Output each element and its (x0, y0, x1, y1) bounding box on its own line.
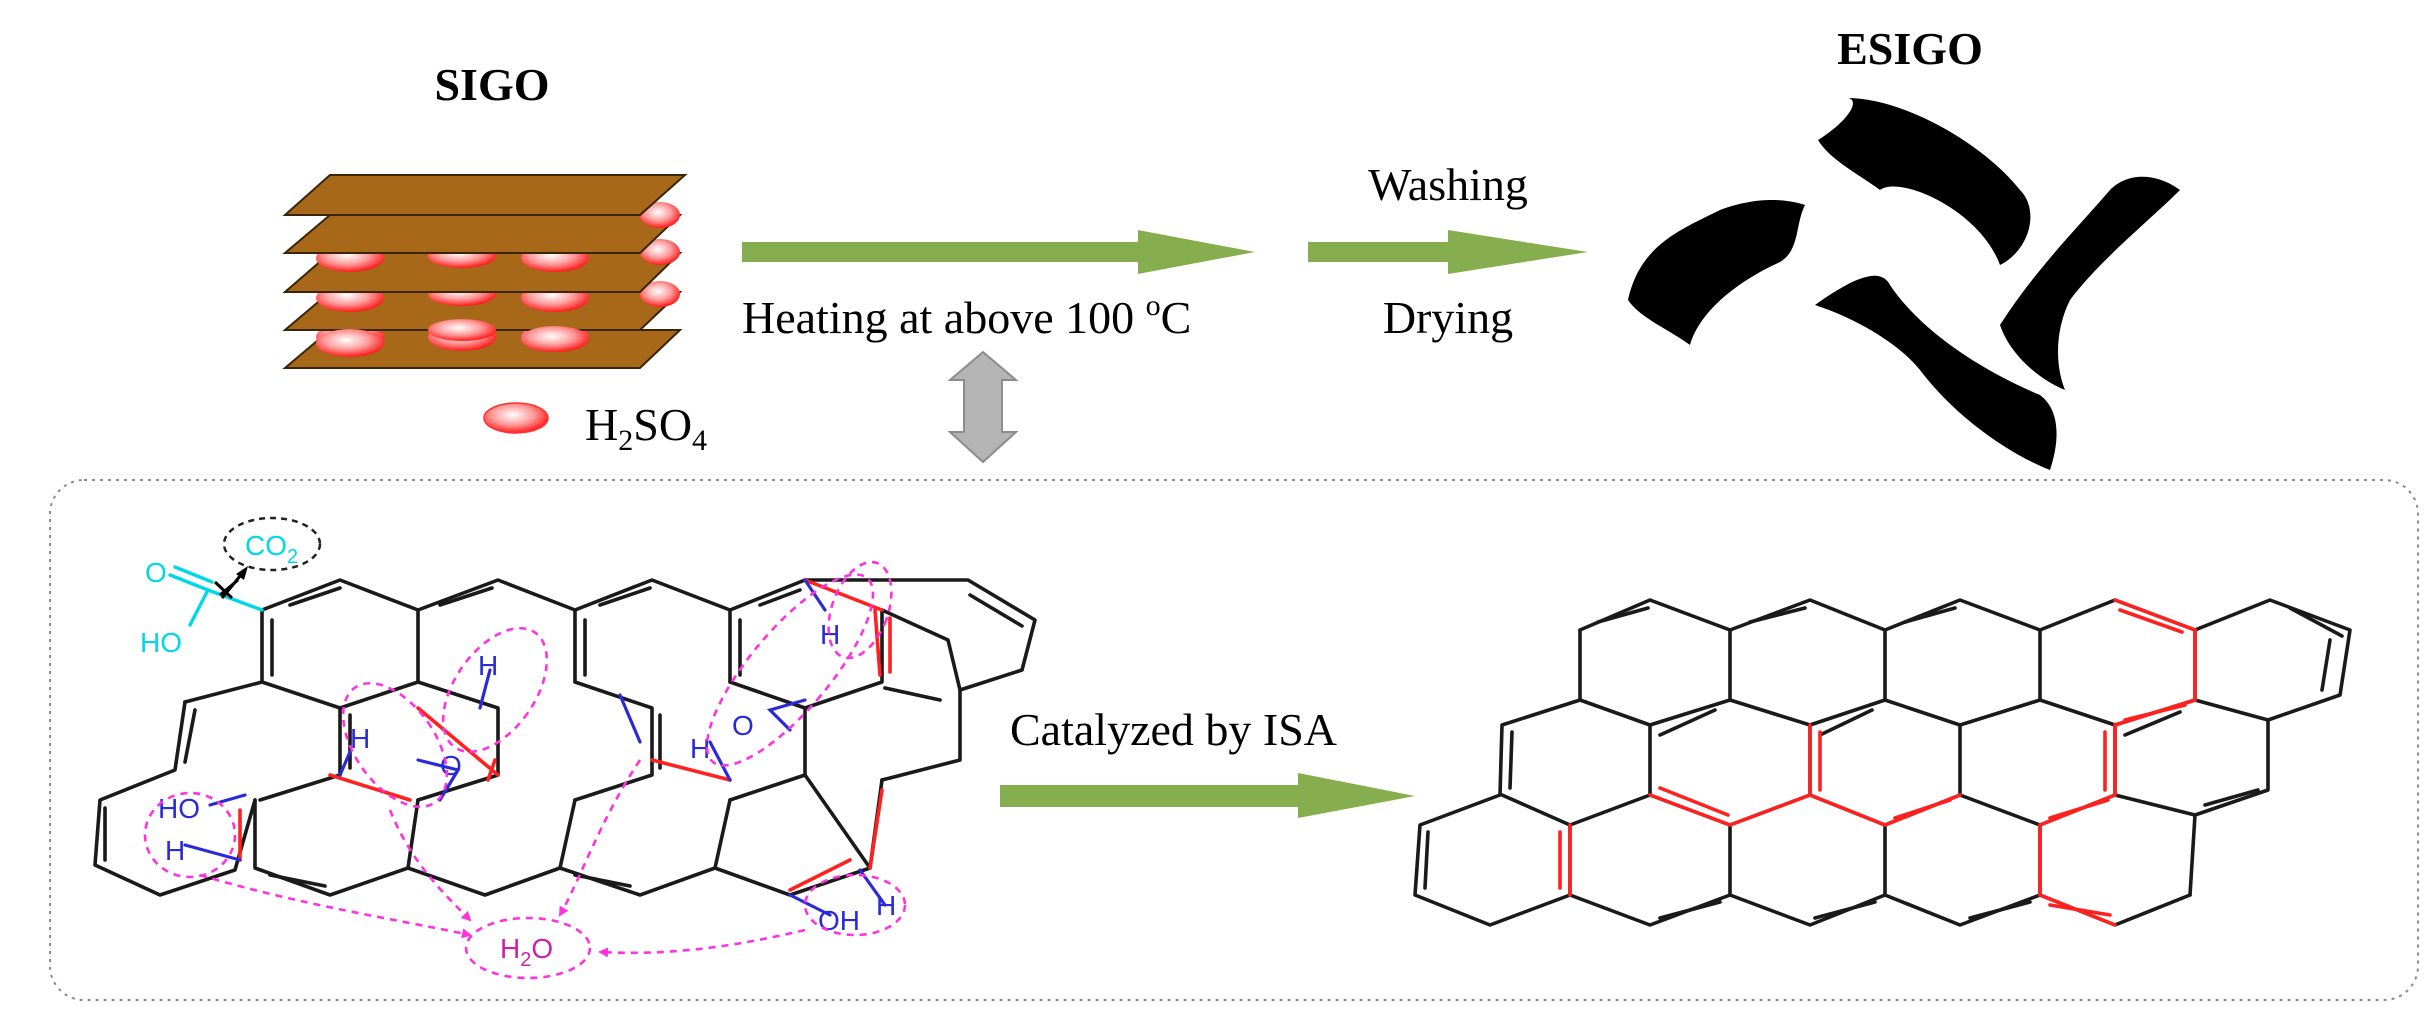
acid-droplet (316, 329, 384, 357)
migration-ellipse (803, 873, 907, 937)
h2so4-legend-label: H2SO4 (585, 399, 707, 457)
washing-label: Washing (1368, 159, 1528, 210)
acid-droplet (640, 281, 680, 307)
h2o-label: H2O (500, 933, 553, 971)
migration-ellipse (441, 626, 549, 754)
mechanism-panel (49, 479, 2419, 1001)
sigo-title: SIGO (434, 59, 549, 110)
co2-label: CO2 (245, 530, 298, 568)
heating-label: Heating at above 100 oC (742, 289, 1191, 343)
water-formation-arrow (199, 873, 472, 939)
acid-droplet (428, 319, 496, 341)
esigo-flake (1815, 275, 2057, 470)
hydrogen-label: H (350, 723, 370, 754)
h2so4-legend-droplet (483, 402, 549, 434)
sigo-molecule: H H H O O H HO H H OH O HO CO2 H2O (93, 516, 1037, 980)
heating-arrow (742, 230, 1255, 274)
esigo-flakes (1628, 98, 2180, 470)
acid-droplet (521, 326, 589, 352)
catalyzed-label: Catalyzed by ISA (1010, 704, 1337, 755)
correspondence-double-arrow (947, 350, 1019, 464)
migration-ellipse (827, 560, 893, 660)
hydrogen-label: H (165, 835, 185, 866)
migration-ellipse (705, 573, 875, 767)
graphene-sheet-5 (282, 174, 688, 216)
hydrogen-label: H (876, 890, 896, 921)
decarboxylation-arrowhead (236, 566, 248, 580)
washing-drying-arrow (1308, 230, 1588, 274)
esigo-molecule (1413, 598, 2352, 927)
hydroxyl-label: HO (158, 793, 200, 824)
co2-bubble (222, 516, 322, 572)
h2o-ellipse (464, 916, 592, 980)
water-formation-arrow (598, 928, 806, 958)
esigo-flake (1628, 200, 1805, 345)
epoxide-oxygen-label: O (440, 750, 462, 781)
catalyzed-arrow (1000, 773, 1415, 818)
water-formation-arrow (558, 759, 642, 917)
migration-ellipse (341, 681, 449, 809)
acid-droplet (640, 239, 680, 265)
esigo-flake (2000, 176, 2180, 390)
hydrogen-label: H (478, 650, 498, 681)
carboxyl-hydroxyl-label: HO (140, 627, 182, 658)
hydrogen-label: H (820, 619, 840, 650)
migration-ellipse (143, 791, 237, 879)
carboxyl-oxygen-label: O (145, 557, 167, 588)
esigo-flake (1818, 98, 2031, 265)
hydroxyl-label: OH (818, 905, 860, 936)
water-formation-arrow (388, 809, 472, 922)
esigo-title: ESIGO (1837, 23, 1983, 74)
epoxide-oxygen-label: O (732, 710, 754, 741)
drying-label: Drying (1383, 292, 1513, 343)
graphene-sheet-4 (282, 214, 683, 254)
hydrogen-label: H (690, 733, 710, 764)
acid-droplet (640, 202, 680, 228)
sigo-stacked-sheets (282, 174, 688, 369)
